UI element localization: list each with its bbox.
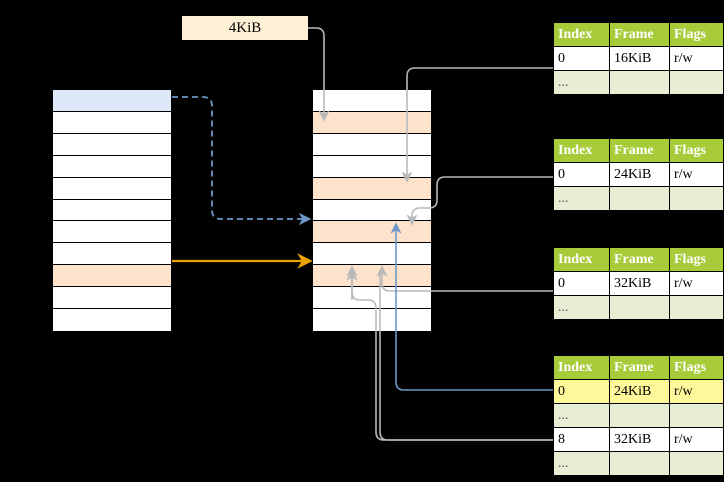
- page-table-4-cell: 8: [553, 427, 610, 452]
- page-table-4-cell: 24KiB: [609, 379, 670, 404]
- page-table-1-cell: 16KiB: [609, 46, 670, 71]
- page-table-4-cell: [609, 451, 670, 476]
- page-table-2-cell: ...: [553, 186, 610, 211]
- page-table-4-header-frame: Frame: [609, 355, 670, 380]
- physical-frame-row-7: [313, 221, 431, 244]
- page-table-1-header-flags: Flags: [669, 22, 724, 47]
- page-table-3-cell: 0: [553, 271, 610, 296]
- page-table-3-cell: ...: [553, 295, 610, 320]
- physical-frame-row-5: [313, 177, 431, 200]
- page-table-4-row[interactable]: ...: [553, 403, 724, 428]
- page-table-1-cell: r/w: [669, 46, 724, 71]
- page-table-4-cell: ...: [553, 451, 610, 476]
- page-table-4-cell: 32KiB: [609, 427, 670, 452]
- page-table-2-header-flags: Flags: [669, 138, 724, 163]
- page-table-3-cell: r/w: [669, 271, 724, 296]
- physical-frame-row-3: [313, 133, 431, 156]
- page-table-4-header-index: Index: [553, 355, 610, 380]
- page-table-3-header-flags: Flags: [669, 247, 724, 272]
- page-table-1-header-index: Index: [553, 22, 610, 47]
- page-table-3-cell: [669, 295, 724, 320]
- page-table-4-cell: 0: [553, 379, 610, 404]
- physical-frame-row-6: [313, 199, 431, 222]
- page-table-2-cell: [669, 186, 724, 211]
- virtual-page-row-8: [53, 243, 171, 266]
- physical-frame-row-10: [313, 287, 431, 310]
- page-table-2-header-frame: Frame: [609, 138, 670, 163]
- page-table-3-cell: 32KiB: [609, 271, 670, 296]
- page-table-4-cell: [609, 403, 670, 428]
- virtual-page-row-7: [53, 221, 171, 244]
- physical-frame-row-2: [313, 111, 431, 134]
- page-table-1-cell: 0: [553, 46, 610, 71]
- virtual-page-row-6: [53, 199, 171, 222]
- page-table-1-cell: [609, 70, 670, 95]
- physical-frame-row-8: [313, 243, 431, 266]
- page-table-3-header-index: Index: [553, 247, 610, 272]
- page-table-3-header-frame: Frame: [609, 247, 670, 272]
- page-table-1-cell: [669, 70, 724, 95]
- page-table-2-cell: 0: [553, 162, 610, 187]
- page-table-4-cell: ...: [553, 403, 610, 428]
- page-size-label: 4KiB: [182, 16, 308, 40]
- page-table-1-row[interactable]: ...: [553, 70, 724, 95]
- page-table-2-cell: 24KiB: [609, 162, 670, 187]
- page-table-1-header-frame: Frame: [609, 22, 670, 47]
- virtual-page-row-11: [53, 309, 171, 331]
- page-table-4-cell: [669, 403, 724, 428]
- virtual-address-space-column: [52, 89, 172, 331]
- virtual-page-row-1: [53, 90, 171, 112]
- page-table-2-row[interactable]: ...: [553, 186, 724, 211]
- virtual-page-row-5: [53, 177, 171, 200]
- page-table-4-cell: r/w: [669, 427, 724, 452]
- virtual-page-row-4: [53, 155, 171, 178]
- page-table-4-cell: [669, 451, 724, 476]
- page-table-2-cell: [609, 186, 670, 211]
- page-table-1-cell: ...: [553, 70, 610, 95]
- virtual-page-row-2: [53, 111, 171, 134]
- physical-frame-row-9: [313, 265, 431, 288]
- physical-frame-row-11: [313, 309, 431, 331]
- page-table-3-row[interactable]: ...: [553, 295, 724, 320]
- virtual-page-row-3: [53, 133, 171, 156]
- page-table-2-header-index: Index: [553, 138, 610, 163]
- virtual-page-row-9: [53, 265, 171, 288]
- page-table-4-header-flags: Flags: [669, 355, 724, 380]
- page-table-4-cell: r/w: [669, 379, 724, 404]
- physical-memory-column: [312, 89, 432, 331]
- physical-frame-row-1: [313, 90, 431, 112]
- page-table-2-cell: r/w: [669, 162, 724, 187]
- page-table-4-row[interactable]: ...: [553, 451, 724, 476]
- physical-frame-row-4: [313, 155, 431, 178]
- virtual-page-row-10: [53, 287, 171, 310]
- page-table-3-cell: [609, 295, 670, 320]
